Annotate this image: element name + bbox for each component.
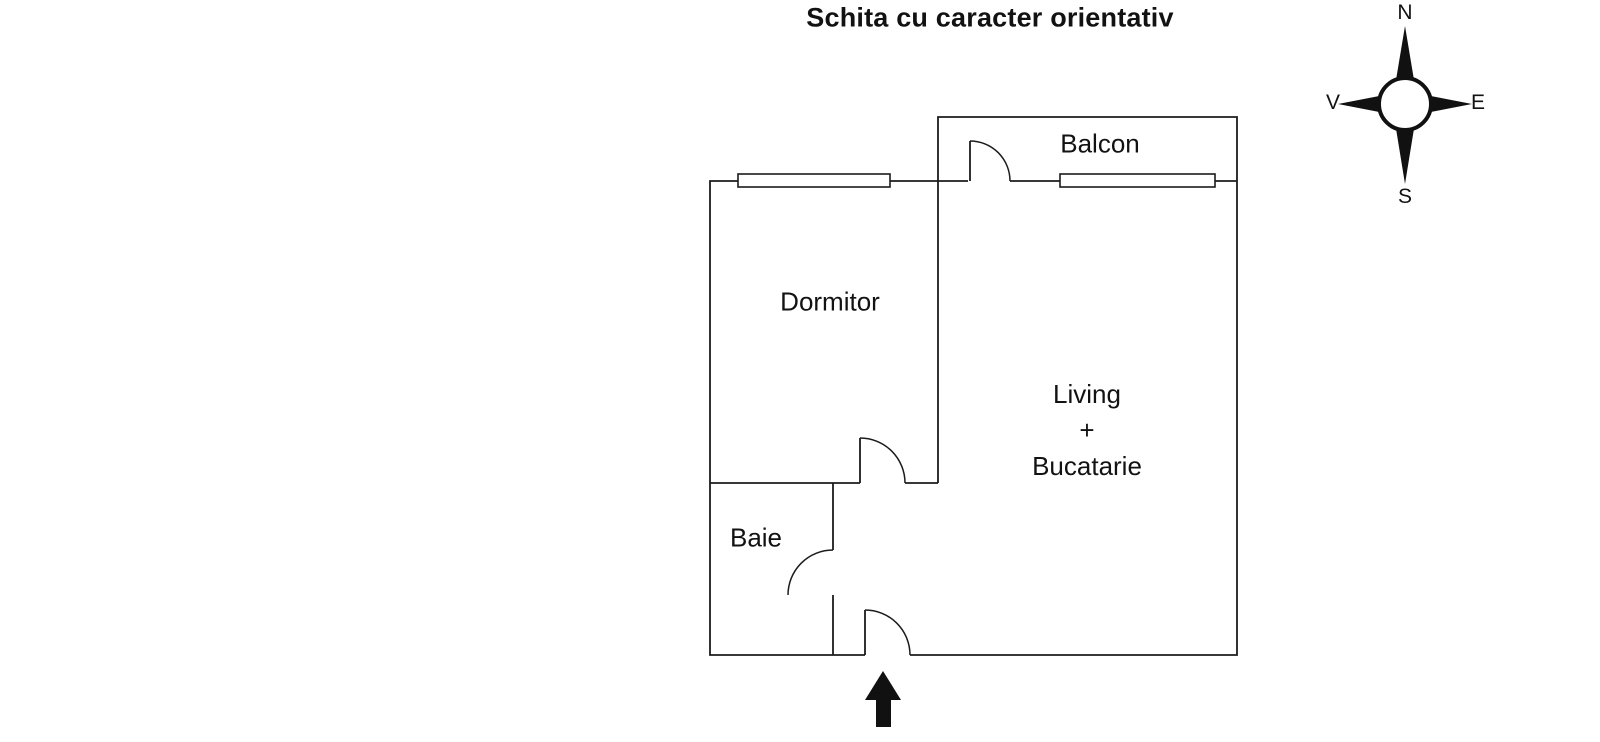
page-title: Schita cu caracter orientativ [806, 2, 1174, 33]
room-label-balcon: Balcon [1060, 128, 1140, 159]
balcony-door-arc [969, 140, 1011, 182]
living-window [1059, 173, 1216, 188]
room-label-living-line3: Bucatarie [1032, 451, 1142, 481]
compass-label-south: S [1397, 185, 1413, 208]
compass-label-east: E [1470, 91, 1486, 114]
compass-rose-icon [1338, 26, 1472, 184]
room-label-living-line2: + [1079, 415, 1095, 445]
baie-door-arc [787, 549, 834, 596]
compass-circle [1377, 76, 1433, 132]
apartment-walls [709, 116, 1238, 656]
room-label-dormitor: Dormitor [780, 286, 880, 317]
room-label-living-line1: Living [1053, 379, 1121, 409]
compass-label-north: N [1397, 1, 1413, 24]
room-label-living: Living + Bucatarie [1032, 376, 1142, 484]
entrance-arrow-icon [865, 671, 901, 727]
room-label-baie: Baie [729, 522, 783, 553]
entrance-door-arc [864, 609, 911, 656]
dormitor-door-arc [859, 437, 906, 484]
compass-label-west: V [1325, 91, 1341, 114]
dormitor-window [737, 173, 891, 188]
